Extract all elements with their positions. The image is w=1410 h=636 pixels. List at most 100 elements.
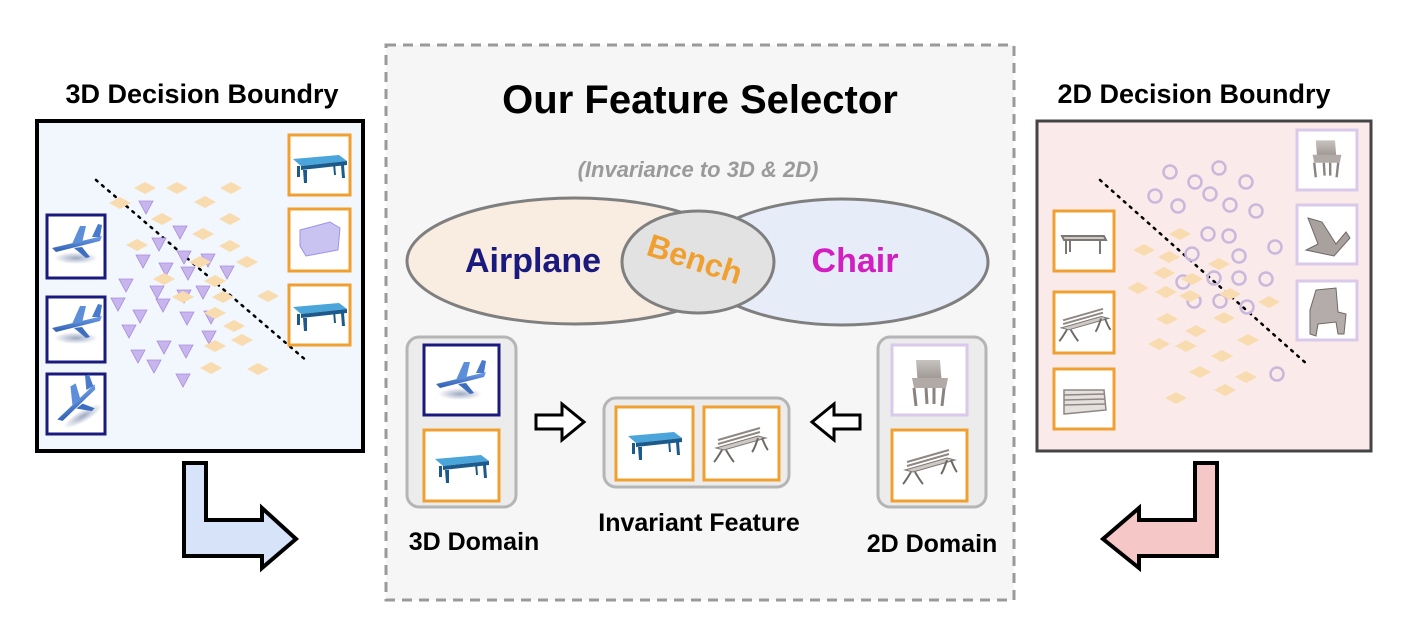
invariant-feature-label: Invariant Feature <box>598 509 800 537</box>
triangle-marker <box>130 349 146 364</box>
triangle-marker <box>118 278 134 293</box>
circle-marker <box>1231 270 1247 286</box>
diamond-marker <box>200 362 222 374</box>
diamond-marker <box>1235 371 1257 383</box>
invariant-feature-group: Invariant Feature <box>598 396 800 537</box>
diamond-marker <box>1179 290 1201 302</box>
diamond-marker <box>247 363 269 375</box>
bench-mesh-icon <box>1063 389 1107 415</box>
triangle-marker <box>146 359 162 374</box>
diamond-marker <box>166 182 188 194</box>
triangle-marker <box>176 250 192 265</box>
domain-3d-label: 3D Domain <box>409 528 540 556</box>
diamond-markers <box>1127 228 1280 404</box>
diamond-marker <box>1208 258 1230 270</box>
left-panel-title: 3D Decision Boundry <box>65 79 338 109</box>
venn-airplane-label: Airplane <box>465 242 601 280</box>
domain-2d-group: 2D Domain <box>867 335 998 558</box>
triangle-marker <box>219 265 235 280</box>
bench-pointcloud-icon <box>299 221 341 257</box>
circle-marker <box>1187 174 1203 190</box>
chair-thumb-2 <box>1295 203 1359 266</box>
circle-marker <box>1231 248 1247 264</box>
triangle-marker <box>158 262 174 277</box>
domain-2d-label: 2D Domain <box>867 530 998 558</box>
left-decision-boundary <box>94 178 310 364</box>
airplane-thumb-3 <box>45 372 109 436</box>
diamond-marker <box>1127 282 1149 294</box>
triangle-marker <box>201 330 217 345</box>
diamond-marker <box>219 240 241 252</box>
diamond-marker <box>1165 392 1187 404</box>
diamond-marker <box>1133 244 1155 256</box>
diamond-marker <box>236 256 258 268</box>
triangle-marker <box>195 285 211 300</box>
triangle-marker <box>138 200 154 215</box>
triangle-marker <box>156 340 172 355</box>
diamond-marker <box>1189 366 1211 378</box>
circle-marker <box>1147 188 1163 204</box>
circle-marker <box>1211 160 1227 176</box>
right-2d-panel: 2D Decision Boundry <box>1035 79 1373 453</box>
elbow-arrow-icon <box>182 461 300 573</box>
diamond-marker <box>1213 312 1235 324</box>
circle-marker <box>1170 198 1186 214</box>
diamond-marker <box>231 334 253 346</box>
right-decision-boundary <box>1098 178 1310 367</box>
triangle-marker <box>151 237 167 252</box>
circle-marker <box>1239 299 1255 315</box>
diamond-marker <box>1211 350 1233 362</box>
diamond-marker <box>151 213 173 225</box>
bench-thumb-r2 <box>1052 290 1116 355</box>
bench-overlap <box>620 209 776 315</box>
diamond-marker <box>109 197 131 209</box>
triangle-marker <box>135 254 151 269</box>
diamond-marker <box>219 213 241 225</box>
triangle-marker <box>178 344 194 359</box>
circle-marker <box>1200 226 1216 242</box>
diamond-marker <box>1219 288 1241 300</box>
diamond-marker <box>172 291 194 303</box>
diamond-marker <box>153 273 175 285</box>
diamond-marker <box>1258 296 1280 308</box>
triangle-marker <box>110 297 126 312</box>
airplane-thumb-1 <box>45 213 107 280</box>
diamond-marker <box>204 340 226 352</box>
diamond-marker <box>1158 251 1180 263</box>
diamond-marker <box>1181 273 1203 285</box>
center-subtitle: (Invariance to 3D & 2D) <box>578 157 819 182</box>
triangle-marker <box>180 266 196 281</box>
diamond-marker <box>220 182 242 194</box>
bench-thumb-2 <box>287 207 352 273</box>
diamond-marker <box>223 320 245 332</box>
triangle-marker <box>172 225 188 240</box>
diamond-marker <box>1148 338 1170 350</box>
circle-marker <box>1248 203 1264 219</box>
center-title: Our Feature Selector <box>502 78 898 122</box>
circle-marker <box>1184 246 1200 262</box>
diamond-markers <box>109 182 279 375</box>
circle-markers <box>1147 160 1285 382</box>
venn-diagram: Airplane Bench Chair <box>405 196 990 327</box>
circle-marker <box>1258 271 1274 287</box>
diamond-marker <box>204 307 226 319</box>
diamond-marker <box>192 228 214 240</box>
circle-marker <box>1206 270 1222 286</box>
airplane-thumb-2 <box>45 295 107 364</box>
diamond-marker <box>212 291 234 303</box>
chair-mesh-icon <box>1309 287 1347 337</box>
triangle-marker <box>179 311 195 326</box>
circle-marker <box>1267 239 1283 255</box>
circle-marker <box>1269 366 1285 382</box>
diamond-marker <box>204 275 226 287</box>
diamond-marker <box>1155 286 1177 298</box>
left-3d-panel: 3D Decision Boundry <box>35 79 365 453</box>
bench-thumb-r1 <box>1052 209 1116 273</box>
bench-thumb-r3 <box>1052 367 1116 431</box>
circle-marker <box>1221 228 1237 244</box>
right-panel-title: 2D Decision Boundry <box>1057 79 1330 109</box>
center-feature-selector: Our Feature Selector (Invariance to 3D &… <box>384 43 1016 602</box>
diamond-marker <box>1169 228 1191 240</box>
circle-marker <box>1162 164 1178 180</box>
